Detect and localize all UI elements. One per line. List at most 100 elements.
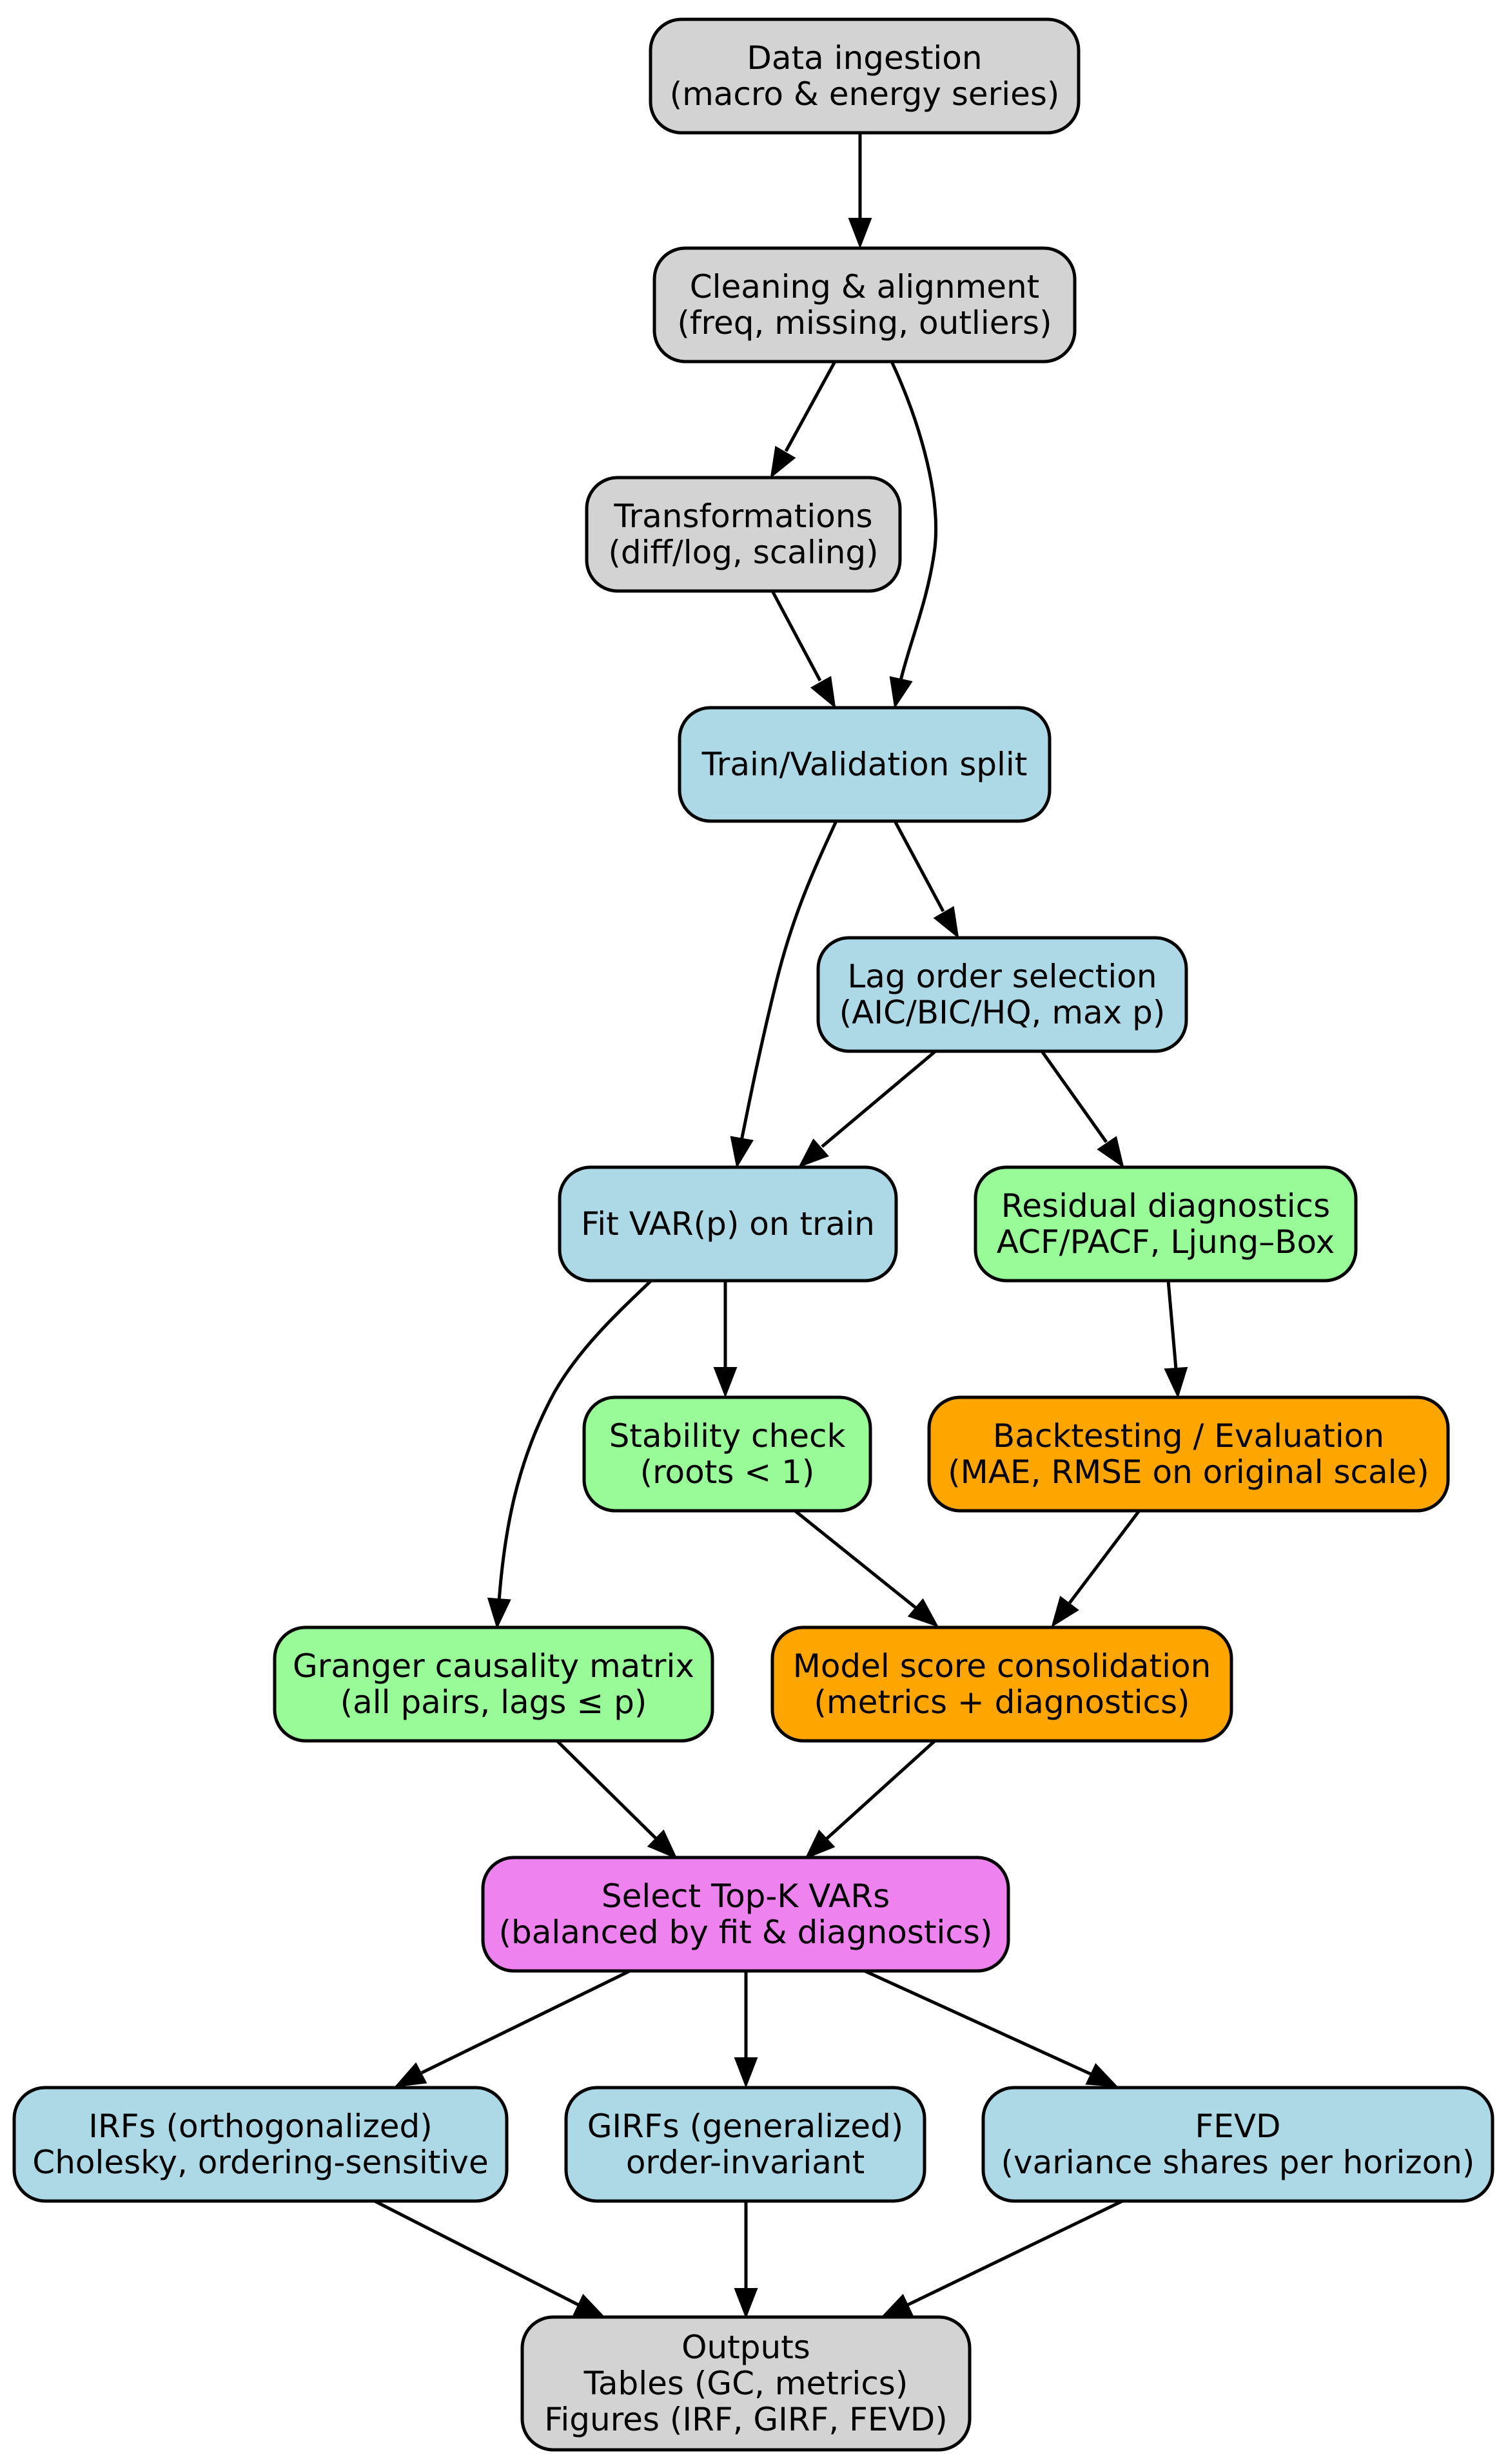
- edge-select_topk-to-irfs: [394, 1969, 631, 2088]
- edge-select_topk-to-fevd: [863, 1969, 1119, 2088]
- node-label-line: Fit VAR(p) on train: [581, 1205, 875, 1243]
- node-label-line: (all pairs, lags ≤ p): [340, 1683, 647, 1721]
- node-stability: Stability check(roots < 1): [582, 1395, 872, 1513]
- arrowhead-icon: [804, 1829, 836, 1859]
- edge-line: [556, 1740, 658, 1840]
- node-girfs: GIRFs (generalized)order-invariant: [564, 2086, 926, 2203]
- edge-line: [794, 1509, 917, 1609]
- arrowhead-icon: [889, 676, 913, 709]
- node-irfs: IRFs (orthogonalized)Cholesky, ordering-…: [12, 2086, 509, 2203]
- edge-line: [1040, 1050, 1108, 1143]
- node-label-line: Figures (IRF, GIRF, FEVD): [544, 2401, 948, 2438]
- edge-split-to-lag_order: [893, 820, 959, 939]
- node-split: Train/Validation split: [678, 706, 1052, 823]
- node-backtesting: Backtesting / Evaluation(MAE, RMSE on or…: [927, 1395, 1450, 1513]
- edge-lag_order-to-residual_diag: [1040, 1050, 1124, 1169]
- edge-select_topk-to-girfs: [734, 1971, 758, 2088]
- edges-layer: [373, 133, 1188, 2319]
- node-label-line: Select Top-K VARs: [602, 1877, 890, 1915]
- edge-line: [825, 1740, 936, 1840]
- node-label-line: Transformations: [613, 498, 872, 535]
- edge-fit_var-to-granger: [487, 1279, 652, 1629]
- node-box: [12, 2086, 509, 2203]
- node-label-line: Backtesting / Evaluation: [993, 1417, 1384, 1455]
- edge-girfs-to-outputs: [734, 2201, 758, 2319]
- node-label-line: Data ingestion: [747, 39, 982, 77]
- edge-line: [890, 360, 938, 681]
- edge-residual_diag-to-backtesting: [1164, 1280, 1188, 1399]
- arrowhead-icon: [1164, 1366, 1188, 1399]
- node-lag-order: Lag order selection(AIC/BIC/HQ, max p): [816, 936, 1188, 1053]
- edge-model_score-to-select_topk: [804, 1740, 936, 1859]
- node-fit-var: Fit VAR(p) on train: [558, 1165, 898, 1283]
- arrowhead-icon: [1051, 1595, 1079, 1628]
- node-cleaning: Cleaning & alignment(freq, missing, outl…: [652, 246, 1077, 364]
- node-box: [927, 1395, 1450, 1513]
- node-box: [585, 476, 902, 593]
- node-label-line: Cleaning & alignment: [690, 268, 1040, 306]
- arrowhead-icon: [734, 2288, 758, 2319]
- node-label-line: (macro & energy series): [670, 75, 1060, 113]
- node-select-topk: Select Top-K VARs(balanced by fit & diag…: [481, 1856, 1010, 1973]
- node-box: [481, 1856, 1010, 1973]
- nodes-layer: Data ingestion(macro & energy series) Cle…: [12, 17, 1494, 2452]
- node-label-line: (diff/log, scaling): [608, 534, 878, 571]
- edge-line: [739, 820, 838, 1141]
- node-box: [582, 1395, 872, 1513]
- node-transformations: Transformations(diff/log, scaling): [585, 476, 902, 593]
- node-label-line: (roots < 1): [640, 1453, 815, 1491]
- arrowhead-icon: [487, 1597, 511, 1629]
- node-label-line: Outputs: [681, 2329, 810, 2366]
- node-granger: Granger causality matrix(all pairs, lags…: [273, 1625, 714, 1743]
- node-label-line: Stability check: [609, 1417, 846, 1455]
- edge-data_ingestion-to-cleaning: [848, 133, 872, 249]
- edge-transformations-to-split: [770, 590, 836, 709]
- edge-irfs-to-outputs: [373, 2199, 606, 2318]
- node-box: [564, 2086, 926, 2203]
- edge-stability-to-model_score: [794, 1509, 939, 1627]
- node-label-line: (balanced by fit & diagnostics): [499, 1914, 993, 1951]
- node-label-line: Train/Validation split: [701, 746, 1028, 783]
- edge-split-to-fit_var: [730, 820, 838, 1169]
- node-label-line: (freq, missing, outliers): [677, 304, 1052, 342]
- node-label-line: ACF/PACF, Ljung–Box: [997, 1223, 1335, 1261]
- arrowhead-icon: [1085, 2063, 1119, 2088]
- edge-line: [420, 1969, 631, 2075]
- node-label-line: Granger causality matrix: [293, 1647, 694, 1685]
- edge-line: [784, 360, 837, 452]
- node-fevd: FEVD(variance shares per horizon): [981, 2086, 1494, 2203]
- node-box: [652, 246, 1077, 364]
- edge-cleaning-to-split: [889, 360, 938, 709]
- node-box: [649, 17, 1081, 135]
- edge-lag_order-to-fit_var: [798, 1050, 937, 1168]
- arrowhead-icon: [907, 1598, 939, 1627]
- edge-fit_var-to-stability: [713, 1281, 738, 1398]
- edge-line: [373, 2199, 580, 2307]
- node-box: [520, 2315, 972, 2452]
- node-label-line: Tables (GC, metrics): [583, 2365, 908, 2402]
- edge-line: [497, 1279, 652, 1602]
- arrowhead-icon: [734, 2057, 758, 2088]
- node-model-score: Model score consolidation(metrics + diag…: [770, 1625, 1233, 1743]
- edge-line: [770, 590, 822, 682]
- edge-line: [1068, 1509, 1141, 1604]
- node-label-line: Cholesky, ordering-sensitive: [32, 2144, 488, 2181]
- arrowhead-icon: [933, 906, 959, 939]
- arrowhead-icon: [1097, 1136, 1124, 1169]
- edge-cleaning-to-transformations: [770, 360, 837, 479]
- node-box: [816, 936, 1188, 1053]
- node-box: [558, 1165, 898, 1283]
- node-box: [273, 1625, 714, 1743]
- arrowhead-icon: [713, 1367, 738, 1398]
- node-data-ingestion: Data ingestion(macro & energy series): [649, 17, 1081, 135]
- edge-line: [821, 1050, 937, 1148]
- node-box: [770, 1625, 1233, 1743]
- edge-line: [1166, 1280, 1178, 1370]
- arrowhead-icon: [730, 1136, 754, 1169]
- arrowhead-icon: [647, 1829, 678, 1859]
- node-label-line: (metrics + diagnostics): [814, 1683, 1190, 1721]
- node-label-line: IRFs (orthogonalized): [88, 2108, 432, 2145]
- arrowhead-icon: [848, 218, 872, 249]
